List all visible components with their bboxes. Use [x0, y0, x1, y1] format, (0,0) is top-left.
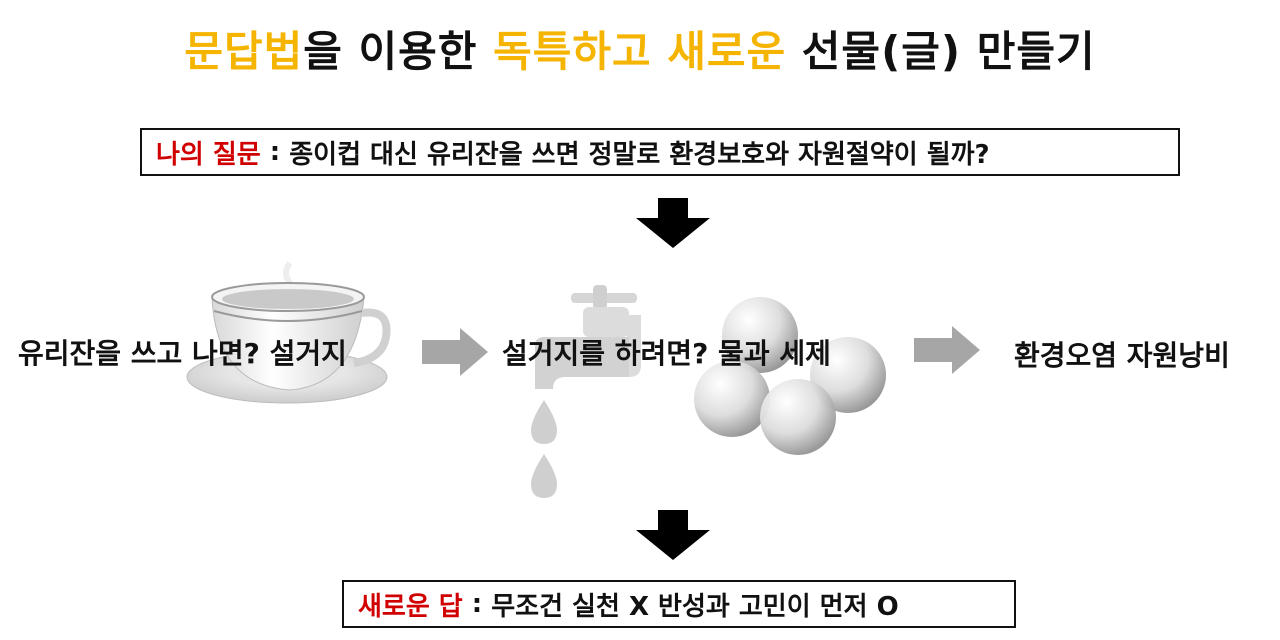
bubbles-icon [694, 297, 886, 455]
flow-step-3: 환경오염 자원낭비 [1014, 339, 1230, 372]
down-arrow-icon [636, 510, 710, 560]
faucet-icon [535, 285, 641, 389]
page-title: 문답법을 이용한 독특하고 새로운 선물(글) 만들기 [0, 18, 1280, 79]
flow-step-1: 유리잔을 쓰고 나면? 설거지 [18, 337, 347, 370]
question-box: 나의 질문 : 종이컵 대신 유리잔을 쓰면 정말로 환경보호와 자원절약이 될… [140, 128, 1180, 176]
right-arrow-icon [422, 328, 488, 376]
question-label: 나의 질문 [156, 139, 261, 170]
title-highlight-1: 문답법 [184, 27, 304, 76]
title-text-2: 선물(글) 만들기 [786, 27, 1096, 76]
question-text: 종이컵 대신 유리잔을 쓰면 정말로 환경보호와 자원절약이 될까? [289, 139, 990, 170]
answer-label: 새로운 답 [358, 591, 463, 622]
title-text-1: 을 이용한 [303, 27, 494, 76]
flow-step-2: 설거지를 하려면? 물과 세제 [502, 337, 831, 370]
title-highlight-2: 독특하고 새로운 [493, 27, 787, 76]
answer-separator: : [462, 589, 492, 619]
question-separator: : [260, 137, 290, 167]
teacup-icon [186, 261, 391, 404]
answer-text: 무조건 실천 X 반성과 고민이 먼저 O [491, 591, 899, 622]
right-arrow-icon [914, 326, 980, 374]
down-arrow-icon [636, 198, 710, 248]
water-drop-icon [531, 400, 557, 498]
answer-box: 새로운 답 : 무조건 실천 X 반성과 고민이 먼저 O [342, 580, 1016, 628]
